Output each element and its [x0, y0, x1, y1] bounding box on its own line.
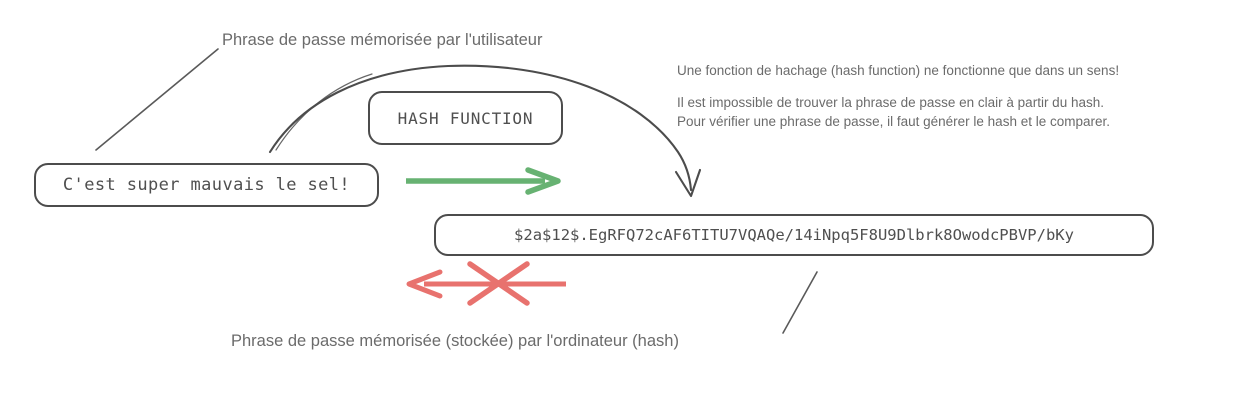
hash-value-text: $2a$12$.EgRFQ72cAF6TITU7VQAQe/14iNpq5F8U… — [514, 226, 1074, 244]
green-forward-arrow — [406, 167, 561, 195]
caption-stored-hash: Phrase de passe mémorisée (stockée) par … — [231, 332, 679, 350]
note-line-2: Il est impossible de trouver la phrase d… — [677, 95, 1104, 110]
red-cross-icon — [467, 261, 530, 306]
password-plaintext-text: C'est super mauvais le sel! — [62, 175, 351, 195]
note-spacer — [677, 80, 1119, 93]
explanatory-notes: Une fonction de hachage (hash function) … — [677, 61, 1119, 131]
hash-function-box: HASH FUNCTION — [368, 91, 563, 145]
leader-line-bottom — [782, 271, 818, 334]
leader-line-top — [95, 48, 219, 151]
note-line-1: Une fonction de hachage (hash function) … — [677, 63, 1120, 78]
hash-function-label: HASH FUNCTION — [397, 108, 534, 128]
hash-value-box: $2a$12$.EgRFQ72cAF6TITU7VQAQe/14iNpq5F8U… — [434, 214, 1154, 256]
red-reverse-arrow — [406, 269, 566, 299]
caption-user-password: Phrase de passe mémorisée par l'utilisat… — [222, 31, 543, 49]
note-line-3: Pour vérifier une phrase de passe, il fa… — [677, 114, 1110, 129]
password-plaintext-box: C'est super mauvais le sel! — [34, 163, 379, 207]
